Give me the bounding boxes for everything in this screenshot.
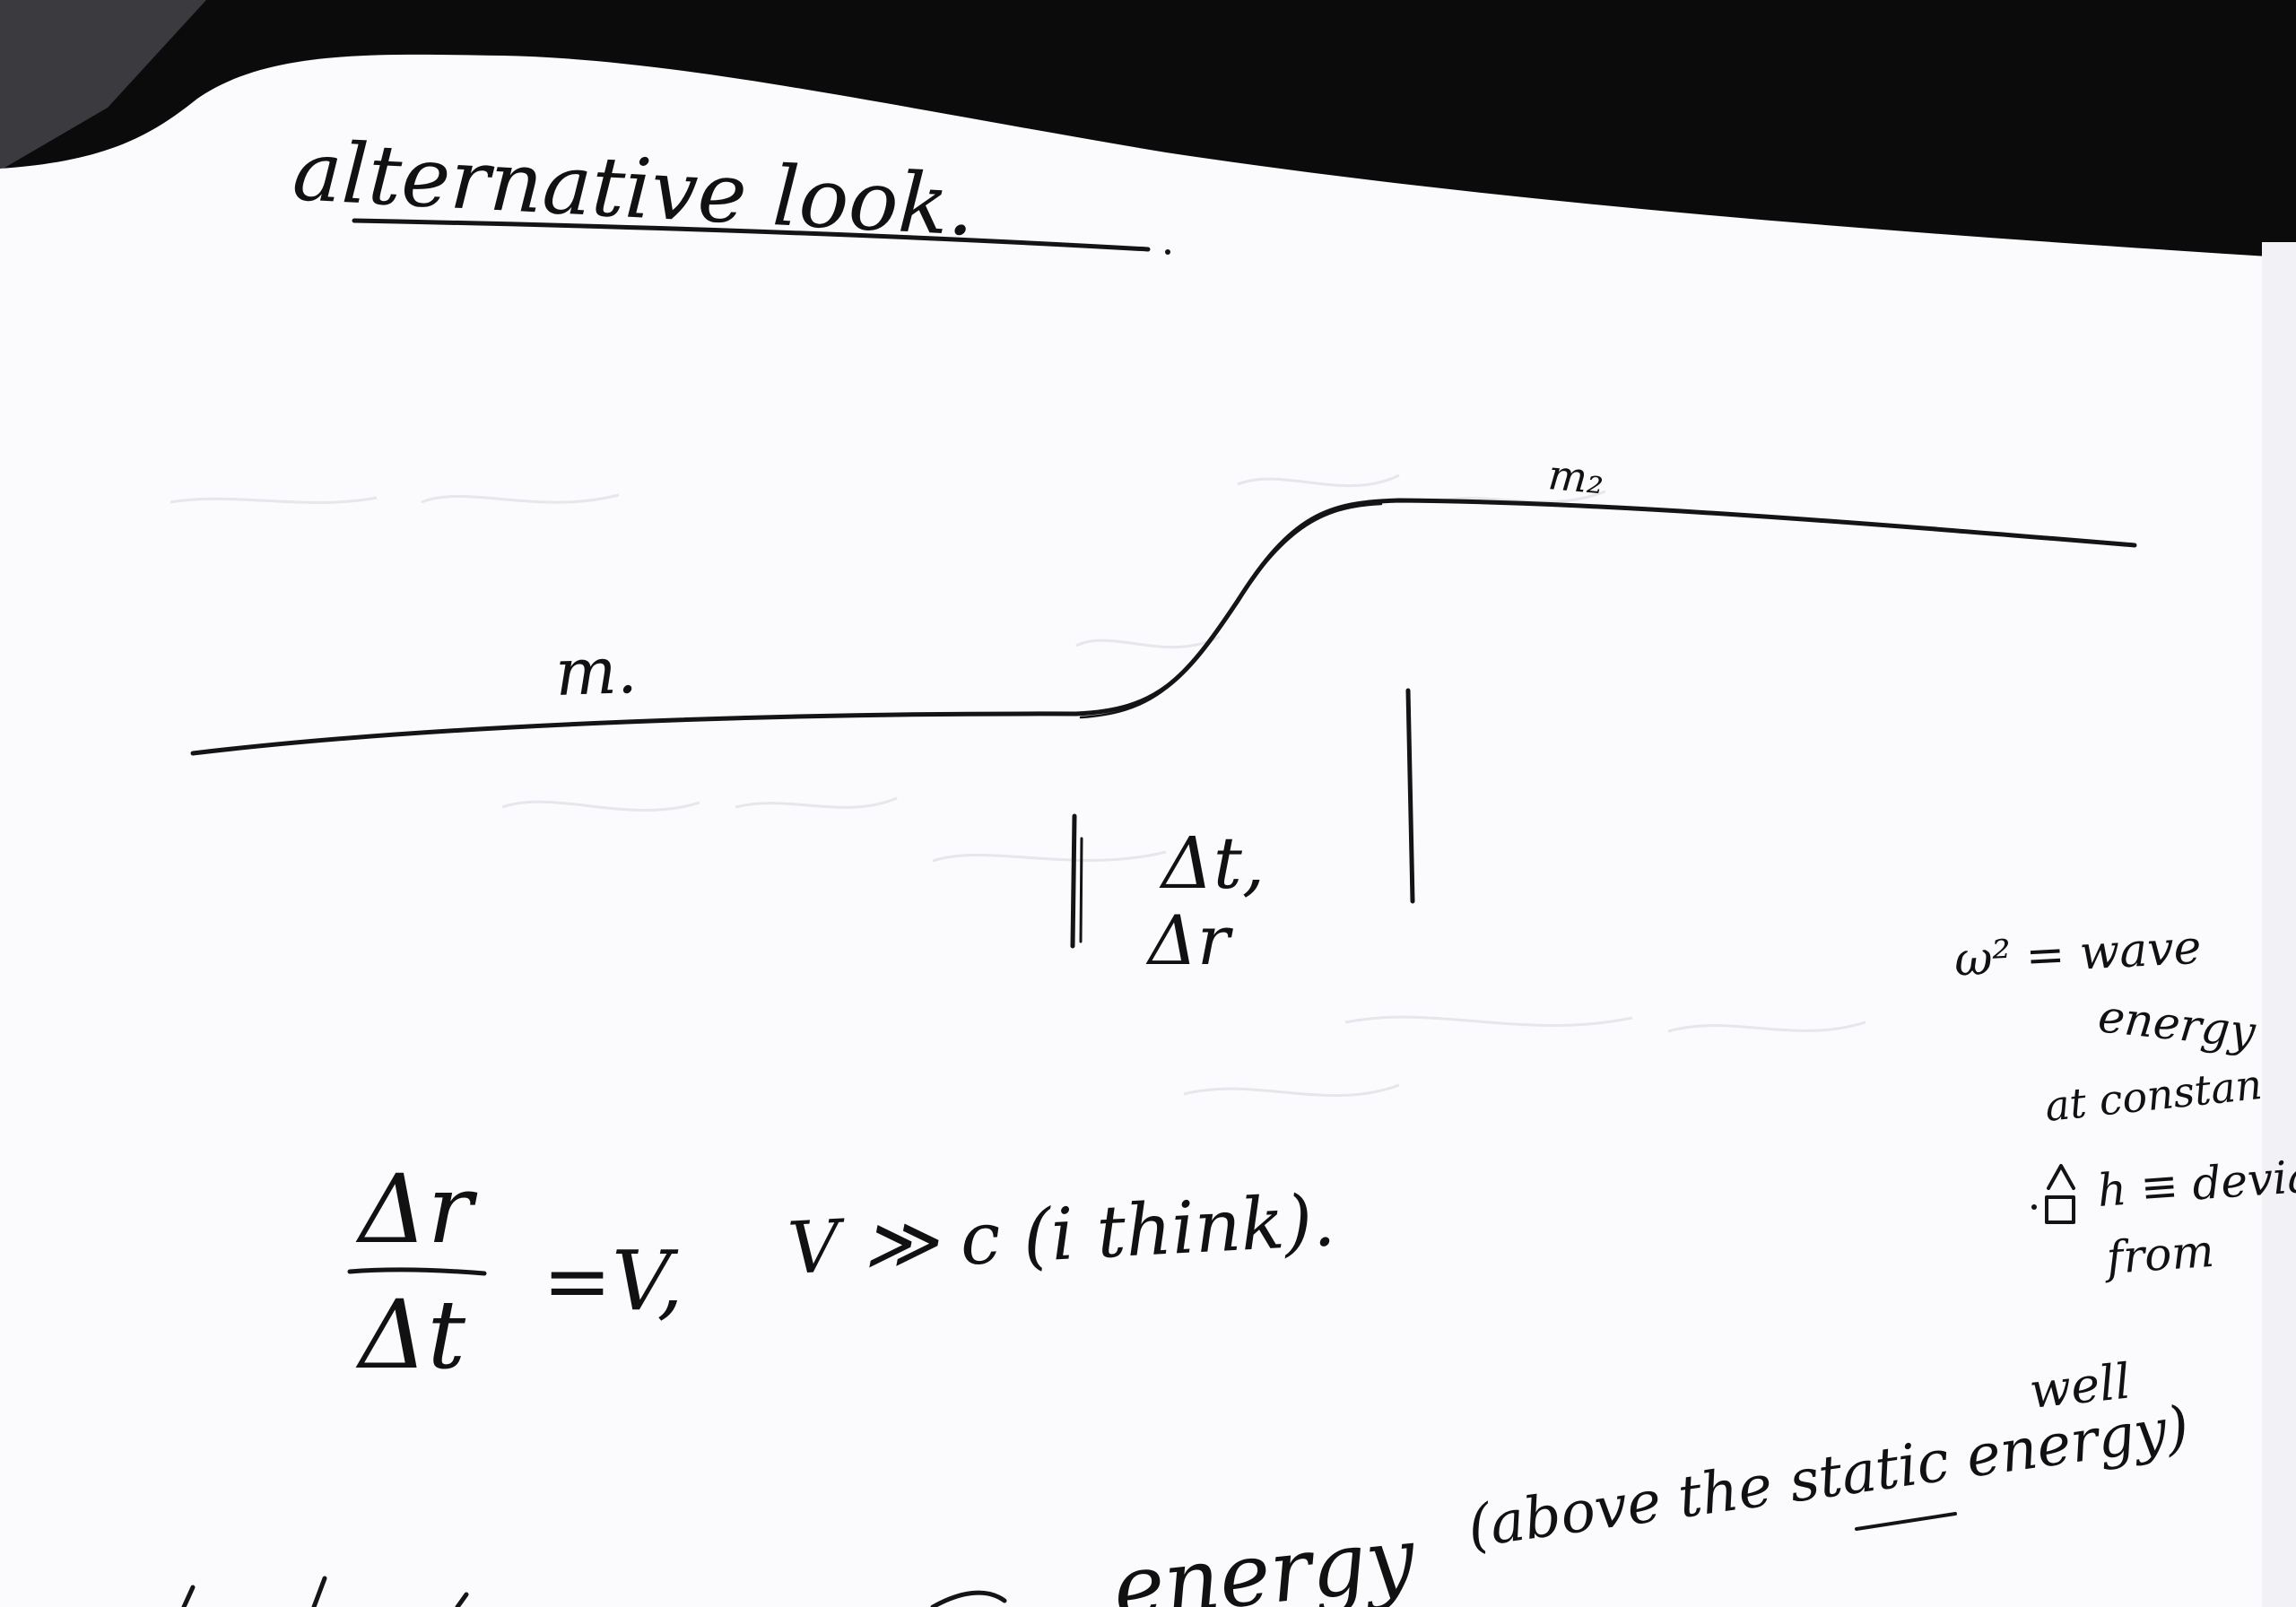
background-object [0,0,206,170]
label-m2: m₂ [1546,450,1606,503]
interval-marker-right [1405,688,1415,904]
fraction-numerator: Δr [355,1154,478,1264]
word-well: well [2027,1352,2134,1419]
fraction-bar [347,1267,487,1276]
margin-line-1: ω² = wave [1953,921,2203,987]
equation-rhs: =V, [543,1233,683,1329]
cut-off-handwriting [181,1576,1007,1607]
fraction-denominator: Δt [355,1280,466,1390]
margin-line-5: from [2101,1225,2216,1285]
label-m1: m. [554,632,639,710]
bleed-through [170,473,1866,1098]
label-delta-t: Δt, [1159,821,1265,905]
interval-marker-left [1070,813,1077,949]
step-curve-retrace [1079,502,1383,719]
title-dot [1165,249,1170,255]
paper-sheet [0,54,2296,1607]
label-delta-r: Δr [1145,900,1234,980]
paper-right-edge [2262,242,2296,1607]
title-underline [352,218,1151,252]
margin-small-symbol [2031,1164,2075,1224]
interval-marker-left-2 [1079,837,1083,943]
static-underline [1855,1512,1957,1531]
